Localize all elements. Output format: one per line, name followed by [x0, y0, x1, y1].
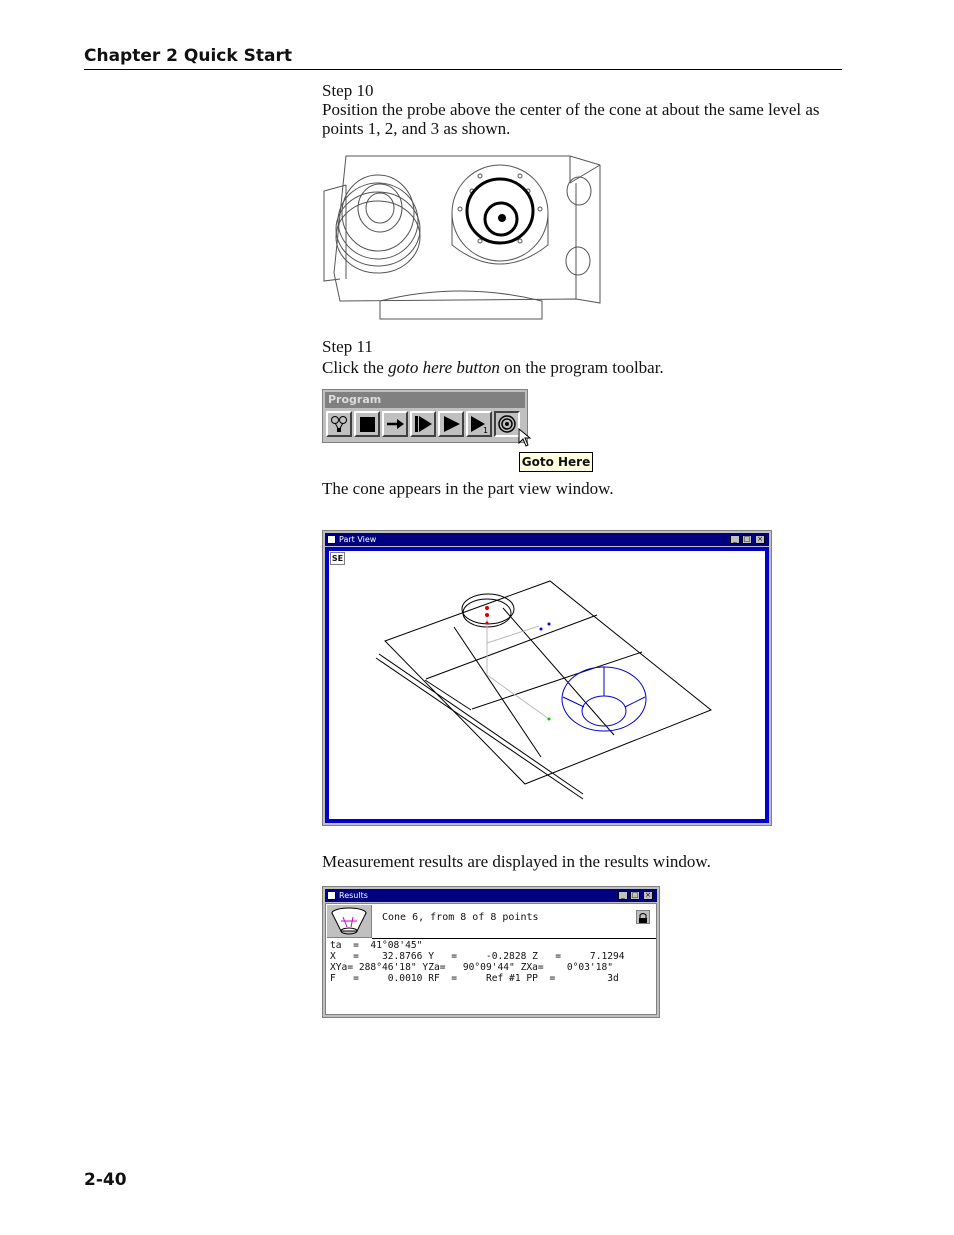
results-line-4: F = 0.0010 RF = Ref #1 PP = 3d [330, 973, 619, 984]
chapter-header: Chapter 2 Quick Start [84, 46, 292, 66]
minimize-button[interactable]: _ [730, 535, 740, 544]
goto-here-button[interactable] [494, 411, 520, 437]
step11-text-after: on the program toolbar. [499, 358, 664, 377]
cone-feature-icon [331, 907, 367, 935]
step10-label: Step 10 [322, 81, 374, 100]
results-line-2: X = 32.8766 Y = -0.2828 Z = 7.1294 [330, 951, 625, 962]
arrow-right-icon [387, 419, 404, 429]
results-line-3: XYa= 288°46'18" YZa= 90°09'44" ZXa= 0°03… [330, 962, 614, 973]
step11-text-before: Click the [322, 358, 389, 377]
lock-icon [639, 913, 647, 923]
run-to-1-icon: 1 [471, 416, 488, 434]
stop-icon [360, 417, 375, 432]
goto-here-emphasis: goto here button [388, 358, 500, 377]
step-arrow-button[interactable] [382, 411, 408, 437]
cone-appears-text: The cone appears in the part view window… [322, 479, 614, 498]
part-view-canvas[interactable]: SE [329, 551, 765, 819]
part-illustration [323, 155, 601, 320]
results-separator [372, 938, 656, 939]
program-toolbar: Program 1 [322, 389, 528, 443]
maximize-button[interactable]: □ [742, 535, 752, 544]
goto-here-icon [498, 415, 516, 433]
results-app-icon [327, 891, 336, 900]
step10-line1: Position the probe above the center of t… [322, 100, 820, 119]
play-icon [444, 416, 460, 432]
step10-line2: points 1, 2, and 3 as shown. [322, 119, 511, 138]
mouse-cursor-icon [518, 428, 532, 447]
part-view-titlebar: Part View [325, 533, 769, 546]
run-to-point-button[interactable]: 1 [466, 411, 492, 437]
results-client: Cone 6, from 8 of 8 points ta = 41°08'45… [325, 903, 657, 1015]
part-view-title: Part View [339, 535, 377, 544]
play-button[interactable] [438, 411, 464, 437]
results-minimize-button[interactable]: _ [618, 891, 628, 900]
probe-tree-button[interactable] [326, 411, 352, 437]
svg-text:1: 1 [483, 426, 488, 434]
part-view-client: SE [325, 547, 769, 823]
results-window: Results _ □ × Cone 6, from 8 of 8 points… [322, 886, 660, 1018]
results-titlebar: Results [325, 889, 657, 902]
results-line-1: ta = 41°08'45" [330, 940, 423, 951]
step-forward-button[interactable] [410, 411, 436, 437]
header-rule [84, 69, 842, 70]
results-heading: Cone 6, from 8 of 8 points [382, 912, 539, 923]
step11-instruction: Click the goto here button on the progra… [322, 358, 664, 377]
results-title: Results [339, 891, 368, 900]
results-maximize-button[interactable]: □ [630, 891, 640, 900]
part-view-window: Part View _ □ × SE [322, 530, 772, 826]
page-number: 2-40 [84, 1170, 127, 1190]
close-button[interactable]: × [755, 535, 765, 544]
goto-here-tooltip: Goto Here [519, 452, 593, 472]
cone-feature-thumbnail[interactable] [327, 905, 372, 938]
probe-tree-icon [331, 416, 347, 432]
stop-button[interactable] [354, 411, 380, 437]
step-forward-icon [415, 416, 432, 432]
results-close-button[interactable]: × [643, 891, 653, 900]
measurement-results-text: Measurement results are displayed in the… [322, 852, 711, 871]
lock-button[interactable] [636, 910, 650, 924]
toolbar-title: Program [325, 392, 525, 408]
window-app-icon [327, 535, 336, 544]
view-orientation-label[interactable]: SE [330, 552, 345, 565]
step11-label: Step 11 [322, 337, 373, 356]
part-view-graphics [375, 580, 712, 800]
